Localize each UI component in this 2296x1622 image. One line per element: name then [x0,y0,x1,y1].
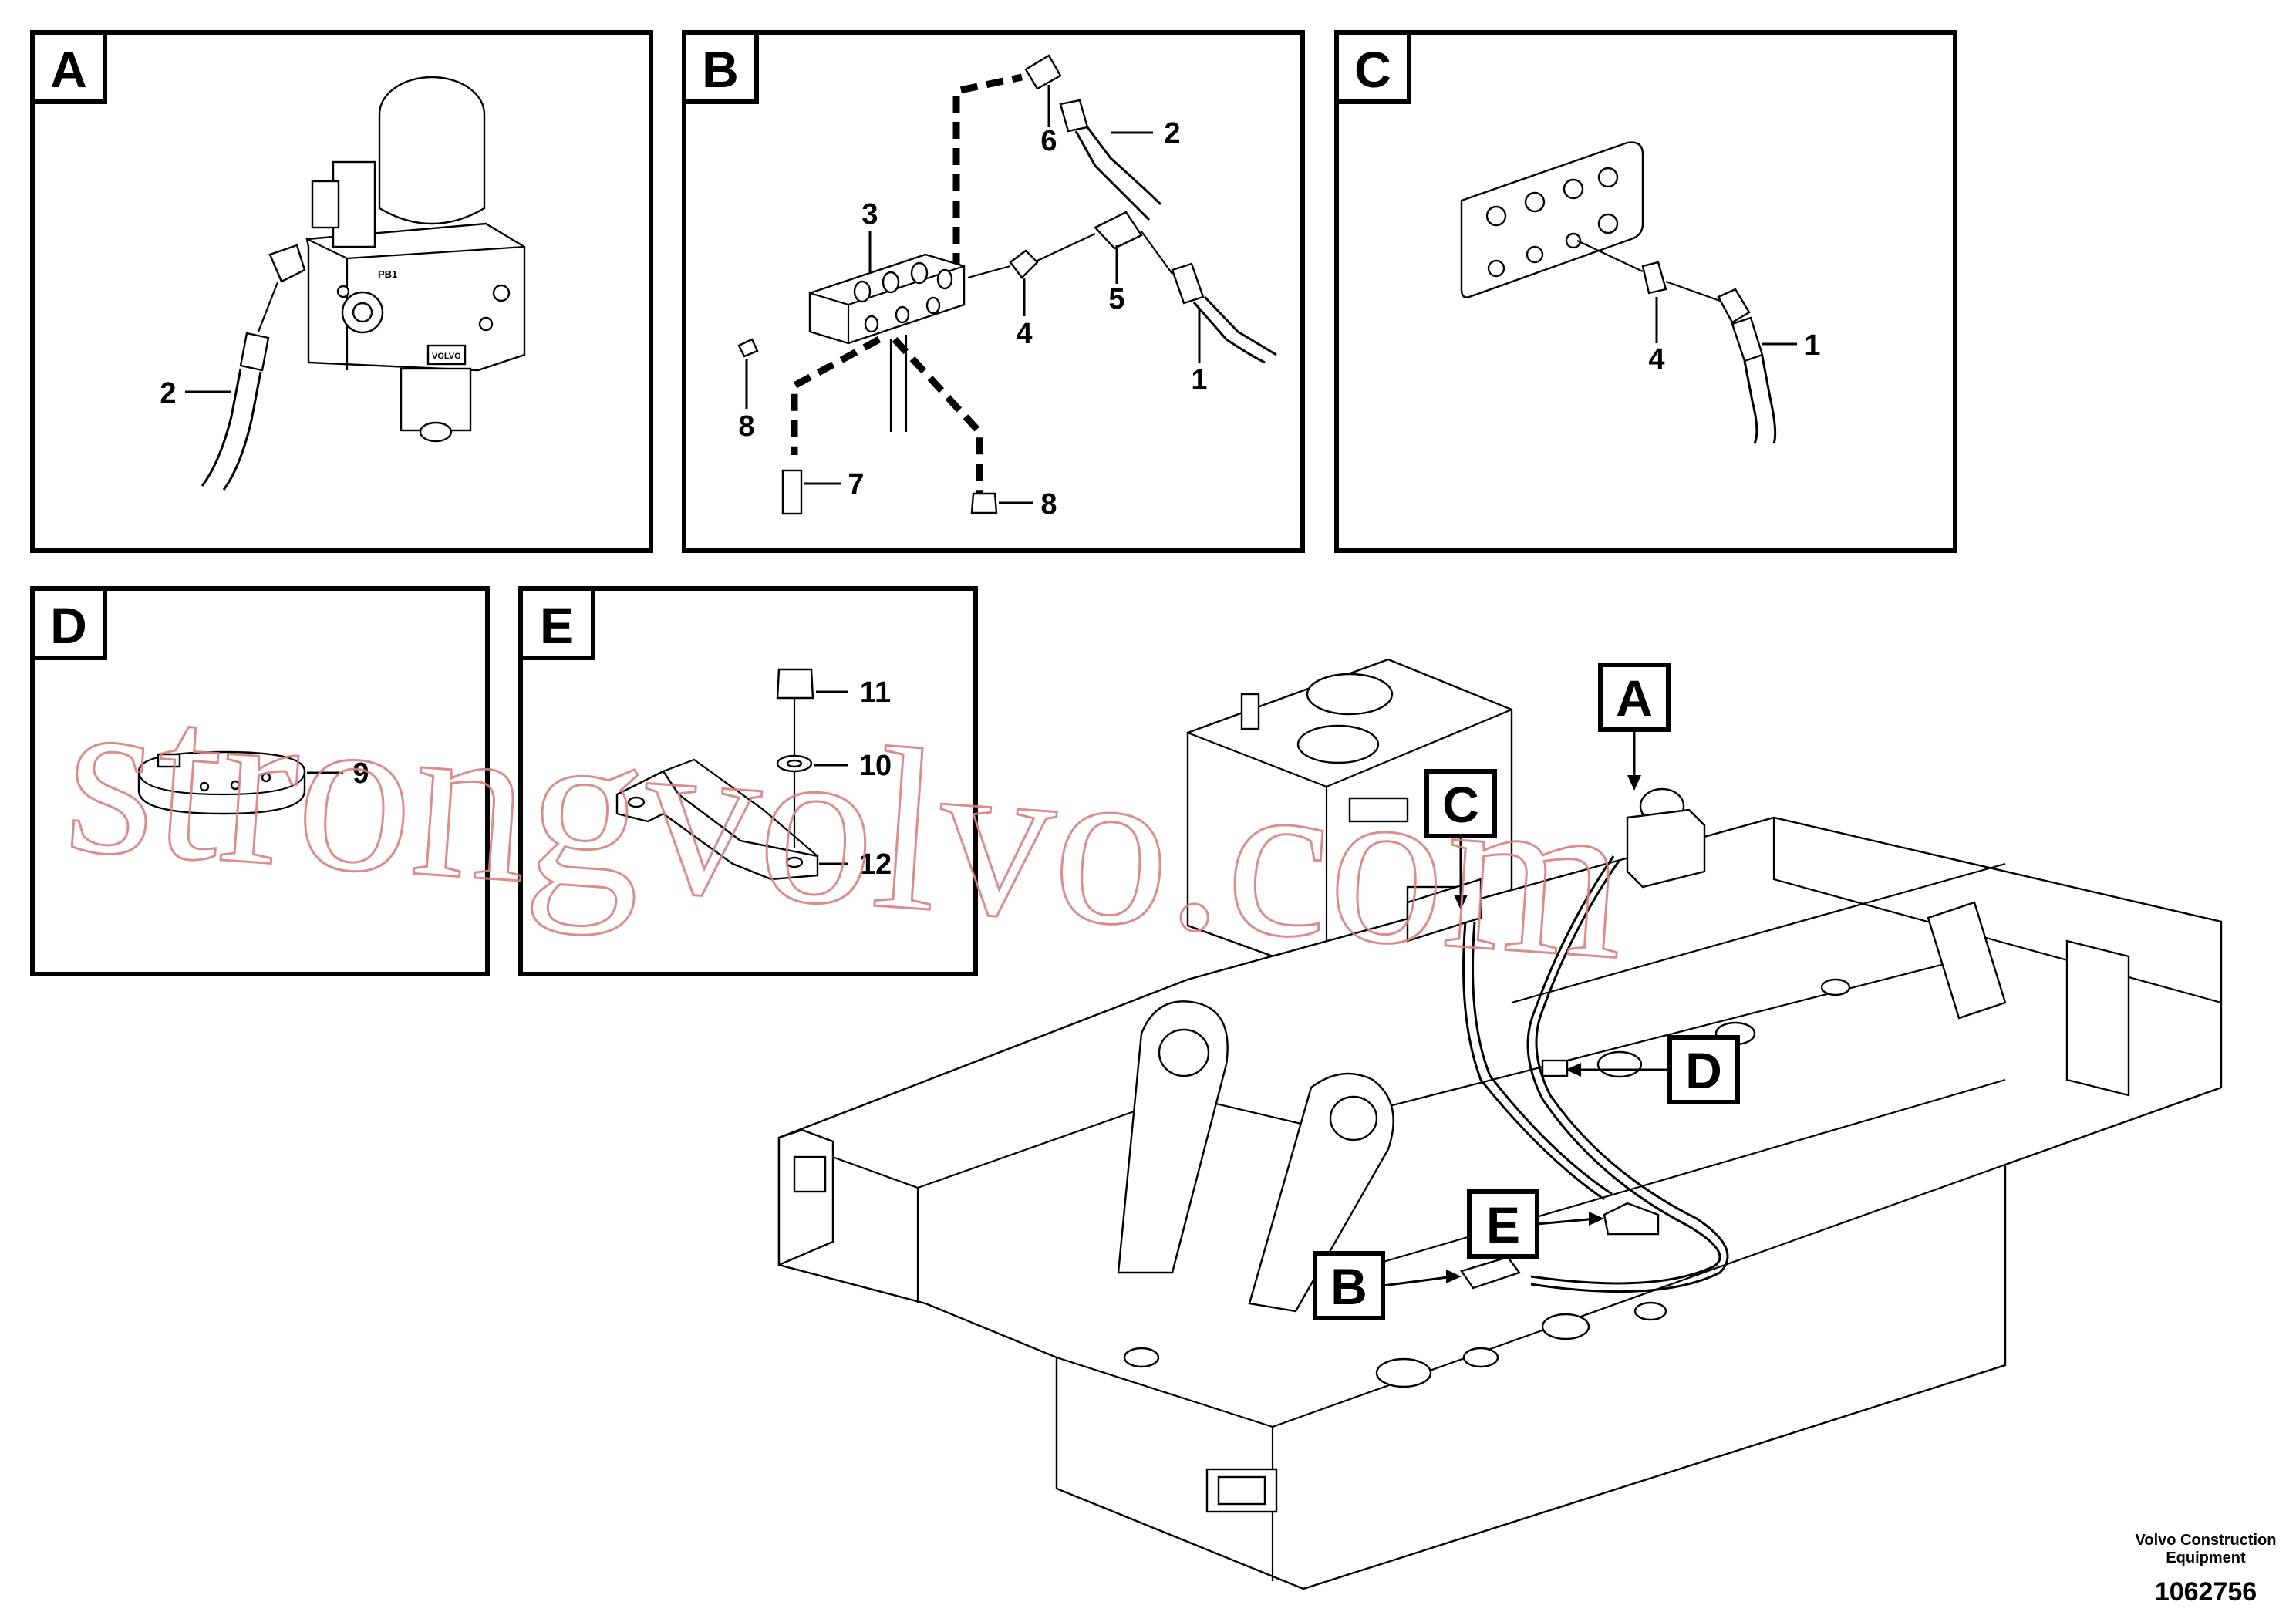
valve-port-label: PB1 [378,268,397,280]
callout-c-4: 4 [1648,343,1664,376]
footer-company-line2: Equipment [2166,1549,2246,1566]
bracket-illustration [615,668,819,881]
panel-c-letter: C [1354,41,1391,98]
callout-b-6: 6 [1040,125,1057,157]
overview-label-b: B [1313,1251,1462,1320]
panel-a-letter: A [50,41,87,98]
footer-company-line1: Volvo Construction [2136,1532,2277,1549]
callout-e-11: 11 [860,676,891,709]
panel-b: B [682,30,1305,553]
svg-text:A: A [1616,669,1653,727]
clamp-illustration [137,750,306,815]
panel-c: C [1334,30,1957,553]
callout-b-2: 2 [1164,117,1180,150]
svg-text:C: C [1442,776,1479,833]
callout-b-7: 7 [848,468,864,501]
callout-b-8-top: 8 [738,410,754,443]
valve-block-illustration: PB1 VOLVO [201,76,526,491]
callout-b-4: 4 [1016,318,1032,350]
callout-c-1: 1 [1804,329,1820,362]
overview-label-c: C [1424,769,1497,910]
callout-e-10: 10 [859,750,892,782]
callout-b-5: 5 [1108,283,1124,315]
panel-a: A PB1 VOLVO 2 [30,30,653,553]
callout-d-9: 9 [352,757,369,790]
distribution-block-illustration [808,253,966,345]
overview-label-e: E [1467,1189,1604,1259]
svg-text:E: E [1486,1196,1520,1253]
callout-a-2: 2 [160,377,176,410]
svg-text:D: D [1685,1042,1722,1099]
callout-b-1: 1 [1191,364,1207,396]
overview-label-d: D [1566,1035,1740,1104]
panel-b-letter: B [702,41,739,98]
callout-b-3: 3 [861,198,878,231]
footer-drawing-number: 1062756 [2155,1577,2257,1607]
panel-d-letter: D [50,597,87,654]
panel-e: E [518,586,978,976]
overview-label-a: A [1598,663,1671,791]
svg-text:B: B [1330,1258,1367,1315]
valve-brand-label: VOLVO [432,352,461,361]
mounting-plate-illustration [1460,141,1644,298]
panel-d: D [30,586,490,976]
panel-e-letter: E [540,597,574,654]
callout-e-12: 12 [859,848,892,881]
callout-b-8-bottom: 8 [1040,488,1057,521]
